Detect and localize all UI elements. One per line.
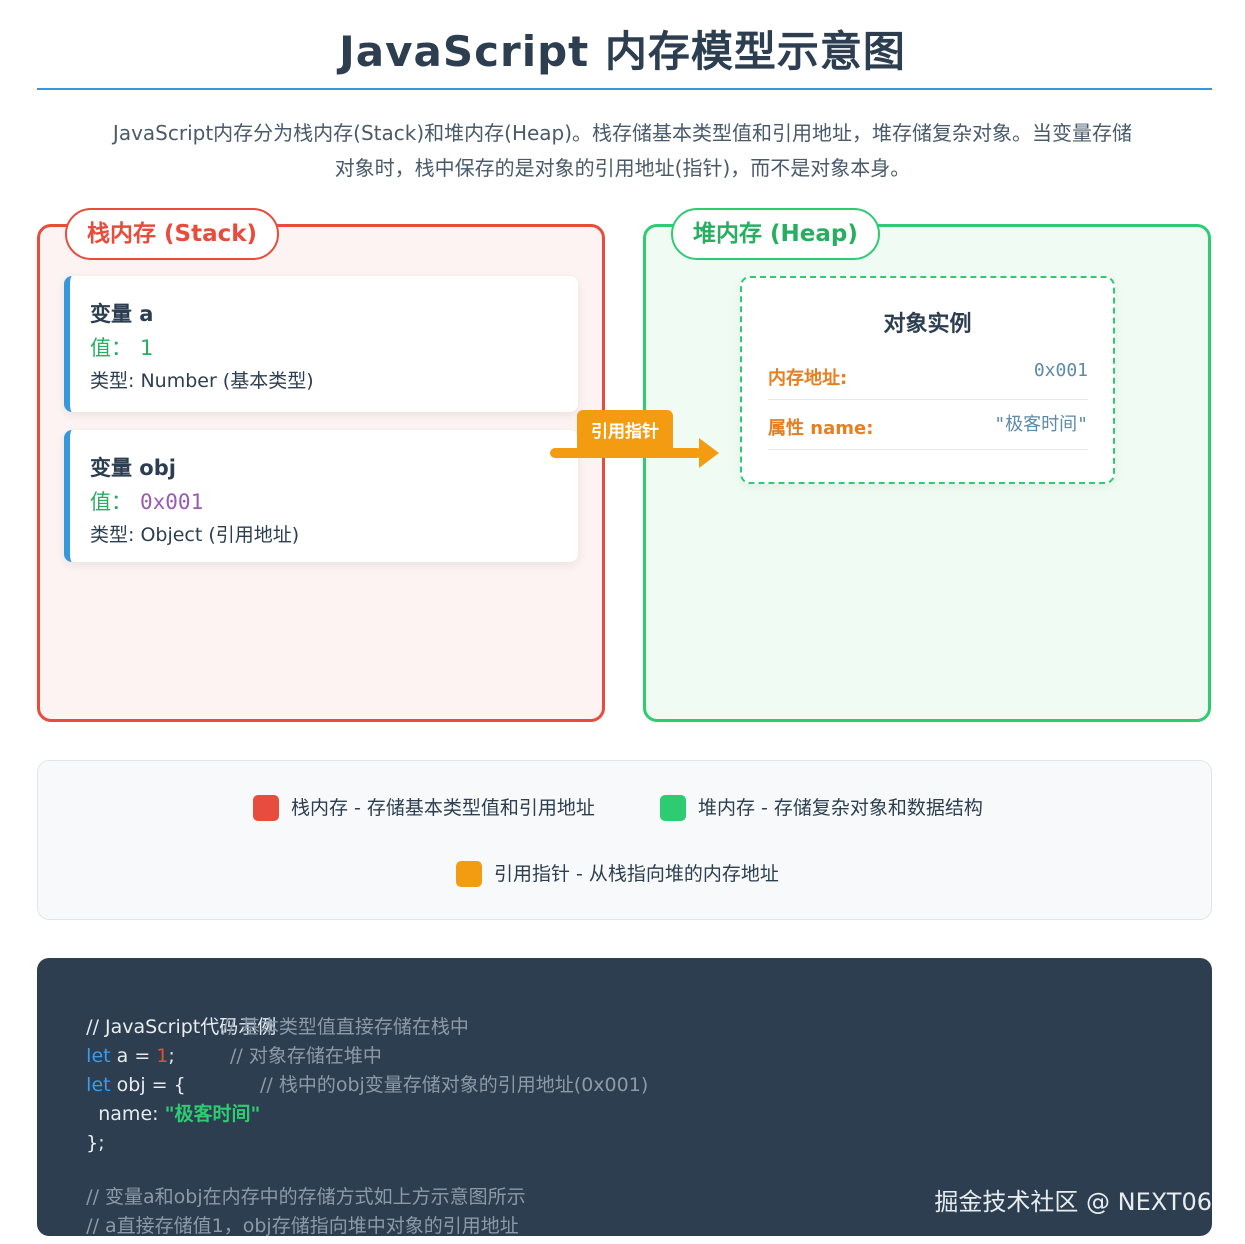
heap-object-card: 对象实例 内存地址: 0x001 属性 name: "极客时间": [740, 276, 1115, 484]
code-keyword: let: [86, 1045, 111, 1067]
object-key: 属性 name:: [768, 418, 874, 439]
code-comment: // 对象存储在堆中: [230, 1045, 382, 1067]
page-title: JavaScript 内存模型示意图: [339, 27, 906, 76]
code-line: };: [62, 1100, 105, 1154]
code-number: 1: [156, 1045, 169, 1067]
legend-text: 栈内存 - 存储基本类型值和引用地址: [291, 797, 595, 819]
object-row-name: 属性 name: "极客时间": [768, 400, 1088, 450]
legend-swatch-red: [253, 795, 279, 821]
variable-value-label: 值：: [90, 490, 132, 514]
legend-text: 引用指针 - 从栈指向堆的内存地址: [494, 863, 779, 885]
variable-name: 变量 a: [90, 302, 154, 326]
variable-type: 类型: Object (引用地址): [90, 524, 300, 546]
variable-value-label: 值：: [90, 336, 132, 360]
legend-swatch-orange: [456, 861, 482, 887]
pointer-arrow-head-icon: [699, 438, 719, 468]
code-text: name:: [86, 1103, 165, 1125]
code-text: obj = {: [110, 1074, 186, 1096]
code-line: let obj = { // 对象存储在堆中: [62, 1042, 962, 1096]
code-line: let a = 1; // 基本类型值直接存储在栈中: [62, 1013, 962, 1067]
code-line: name: "极客时间" // 栈中的obj变量存储对象的引用地址(0x001): [62, 1071, 962, 1125]
code-block: // JavaScript代码示例 let a = 1; // 基本类型值直接存…: [37, 958, 1212, 1237]
variable-value: 1: [140, 336, 154, 360]
pointer-label: 引用指针: [577, 410, 673, 454]
object-value: 0x001: [1033, 360, 1088, 381]
watermark: 掘金技术社区 @ NEXT06: [934, 1188, 1212, 1216]
object-key: 内存地址:: [768, 368, 848, 389]
variable-name: 变量 obj: [90, 456, 176, 480]
heap-label: 堆内存 (Heap): [671, 208, 880, 260]
code-keyword: let: [86, 1074, 111, 1096]
variable-value-row: 值： 1: [90, 330, 578, 366]
code-line: // JavaScript代码示例: [62, 984, 276, 1038]
legend-item-stack: 栈内存 - 存储基本类型值和引用地址: [253, 793, 633, 823]
code-text: };: [86, 1132, 105, 1154]
code-comment: // JavaScript代码示例: [86, 1016, 277, 1038]
code-comment: // 栈中的obj变量存储对象的引用地址(0x001): [260, 1074, 649, 1096]
variable-type: 类型: Number (基本类型): [90, 370, 314, 392]
code-comment: // 变量a和obj在内存中的存储方式如上方示意图所示: [86, 1186, 526, 1208]
object-row-address: 内存地址: 0x001: [768, 350, 1088, 400]
legend-item-heap: 堆内存 - 存储复杂对象和数据结构: [660, 793, 1020, 823]
code-text: a =: [110, 1045, 157, 1067]
description: JavaScript内存分为栈内存(Stack)和堆内存(Heap)。栈存储基本…: [112, 121, 1133, 180]
title-divider: [37, 88, 1212, 90]
code-line: // 变量a和obj在内存中的存储方式如上方示意图所示: [62, 1154, 525, 1208]
legend-panel: [37, 760, 1212, 920]
stack-label: 栈内存 (Stack): [65, 208, 280, 260]
code-line: // a直接存储值1，obj存储指向堆中对象的引用地址: [62, 1183, 519, 1237]
legend-item-pointer: 引用指针 - 从栈指向堆的内存地址: [456, 859, 816, 889]
code-text: ;: [168, 1045, 175, 1067]
code-comment: // a直接存储值1，obj存储指向堆中对象的引用地址: [86, 1215, 519, 1237]
code-string: "极客时间": [164, 1103, 261, 1125]
variable-card-obj: 变量 obj 值： 0x001 类型: Object (引用地址): [64, 430, 578, 562]
variable-value: 0x001: [140, 490, 204, 514]
variable-value-row: 值： 0x001: [90, 484, 578, 520]
legend-swatch-green: [660, 795, 686, 821]
legend-text: 堆内存 - 存储复杂对象和数据结构: [698, 797, 983, 819]
object-title: 对象实例: [883, 312, 972, 337]
object-value: "极客时间": [994, 414, 1088, 435]
variable-card-a: 变量 a 值： 1 类型: Number (基本类型): [64, 276, 578, 412]
code-comment: // 基本类型值直接存储在栈中: [222, 1016, 469, 1038]
